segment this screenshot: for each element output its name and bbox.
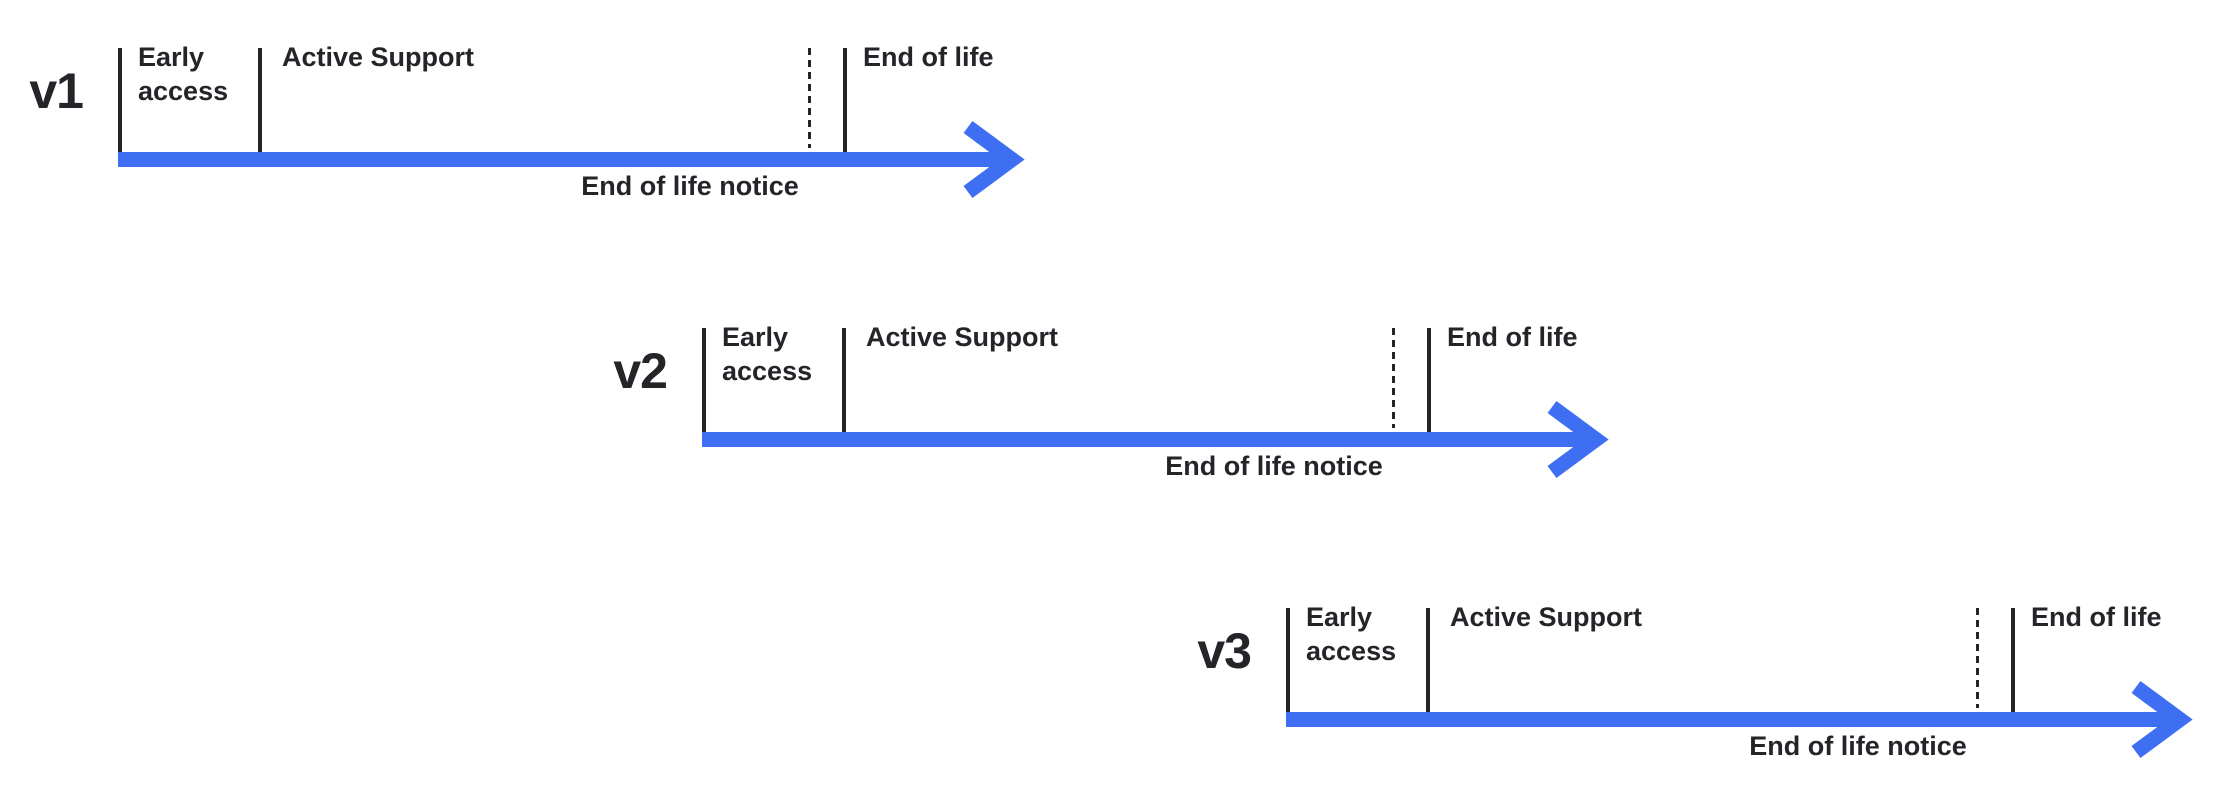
- end-of-life-tick: [1427, 328, 1431, 432]
- early-access-tick: [118, 48, 122, 152]
- arrowhead-icon: [963, 120, 1025, 199]
- active-support-tick: [258, 48, 262, 152]
- active-support-label: Active Support: [866, 322, 1059, 352]
- end-of-life-notice-label: End of life notice: [1749, 731, 1967, 761]
- arrowhead-icon: [1547, 400, 1609, 479]
- timeline-bar: [702, 432, 1584, 447]
- early-access-label: Early access: [722, 322, 813, 386]
- early-access-tick: [702, 328, 706, 432]
- active-support-tick: [1426, 608, 1430, 712]
- active-support-label: Active Support: [1450, 602, 1643, 632]
- end-of-life-notice-label: End of life notice: [581, 171, 799, 201]
- eol-notice-dashed-line: [1392, 328, 1395, 428]
- end-of-life-tick: [843, 48, 847, 152]
- end-of-life-label: End of life: [2031, 602, 2162, 632]
- end-of-life-label: End of life: [863, 42, 994, 72]
- version-label: v1: [29, 63, 84, 119]
- arrowhead-icon: [2131, 680, 2193, 759]
- end-of-life-label: End of life: [1447, 322, 1578, 352]
- early-access-label: Early access: [1306, 602, 1397, 666]
- timeline-row-v3: v3 Early access Active Support End of li…: [1197, 602, 2228, 812]
- active-support-tick: [842, 328, 846, 432]
- timeline-bar: [118, 152, 1000, 167]
- timeline-bar: [1286, 712, 2168, 727]
- eol-notice-dashed-line: [1976, 608, 1979, 708]
- end-of-life-tick: [2011, 608, 2015, 712]
- active-support-label: Active Support: [282, 42, 475, 72]
- eol-notice-dashed-line: [808, 48, 811, 148]
- timeline-row-v1: v1 Early access Active Support End of li…: [29, 42, 1068, 278]
- version-label: v3: [1197, 623, 1252, 679]
- early-access-label: Early access: [138, 42, 229, 106]
- timeline-row-v2: v2 Early access Active Support End of li…: [613, 322, 1652, 558]
- version-label: v2: [613, 343, 668, 399]
- end-of-life-notice-label: End of life notice: [1165, 451, 1383, 481]
- early-access-tick: [1286, 608, 1290, 712]
